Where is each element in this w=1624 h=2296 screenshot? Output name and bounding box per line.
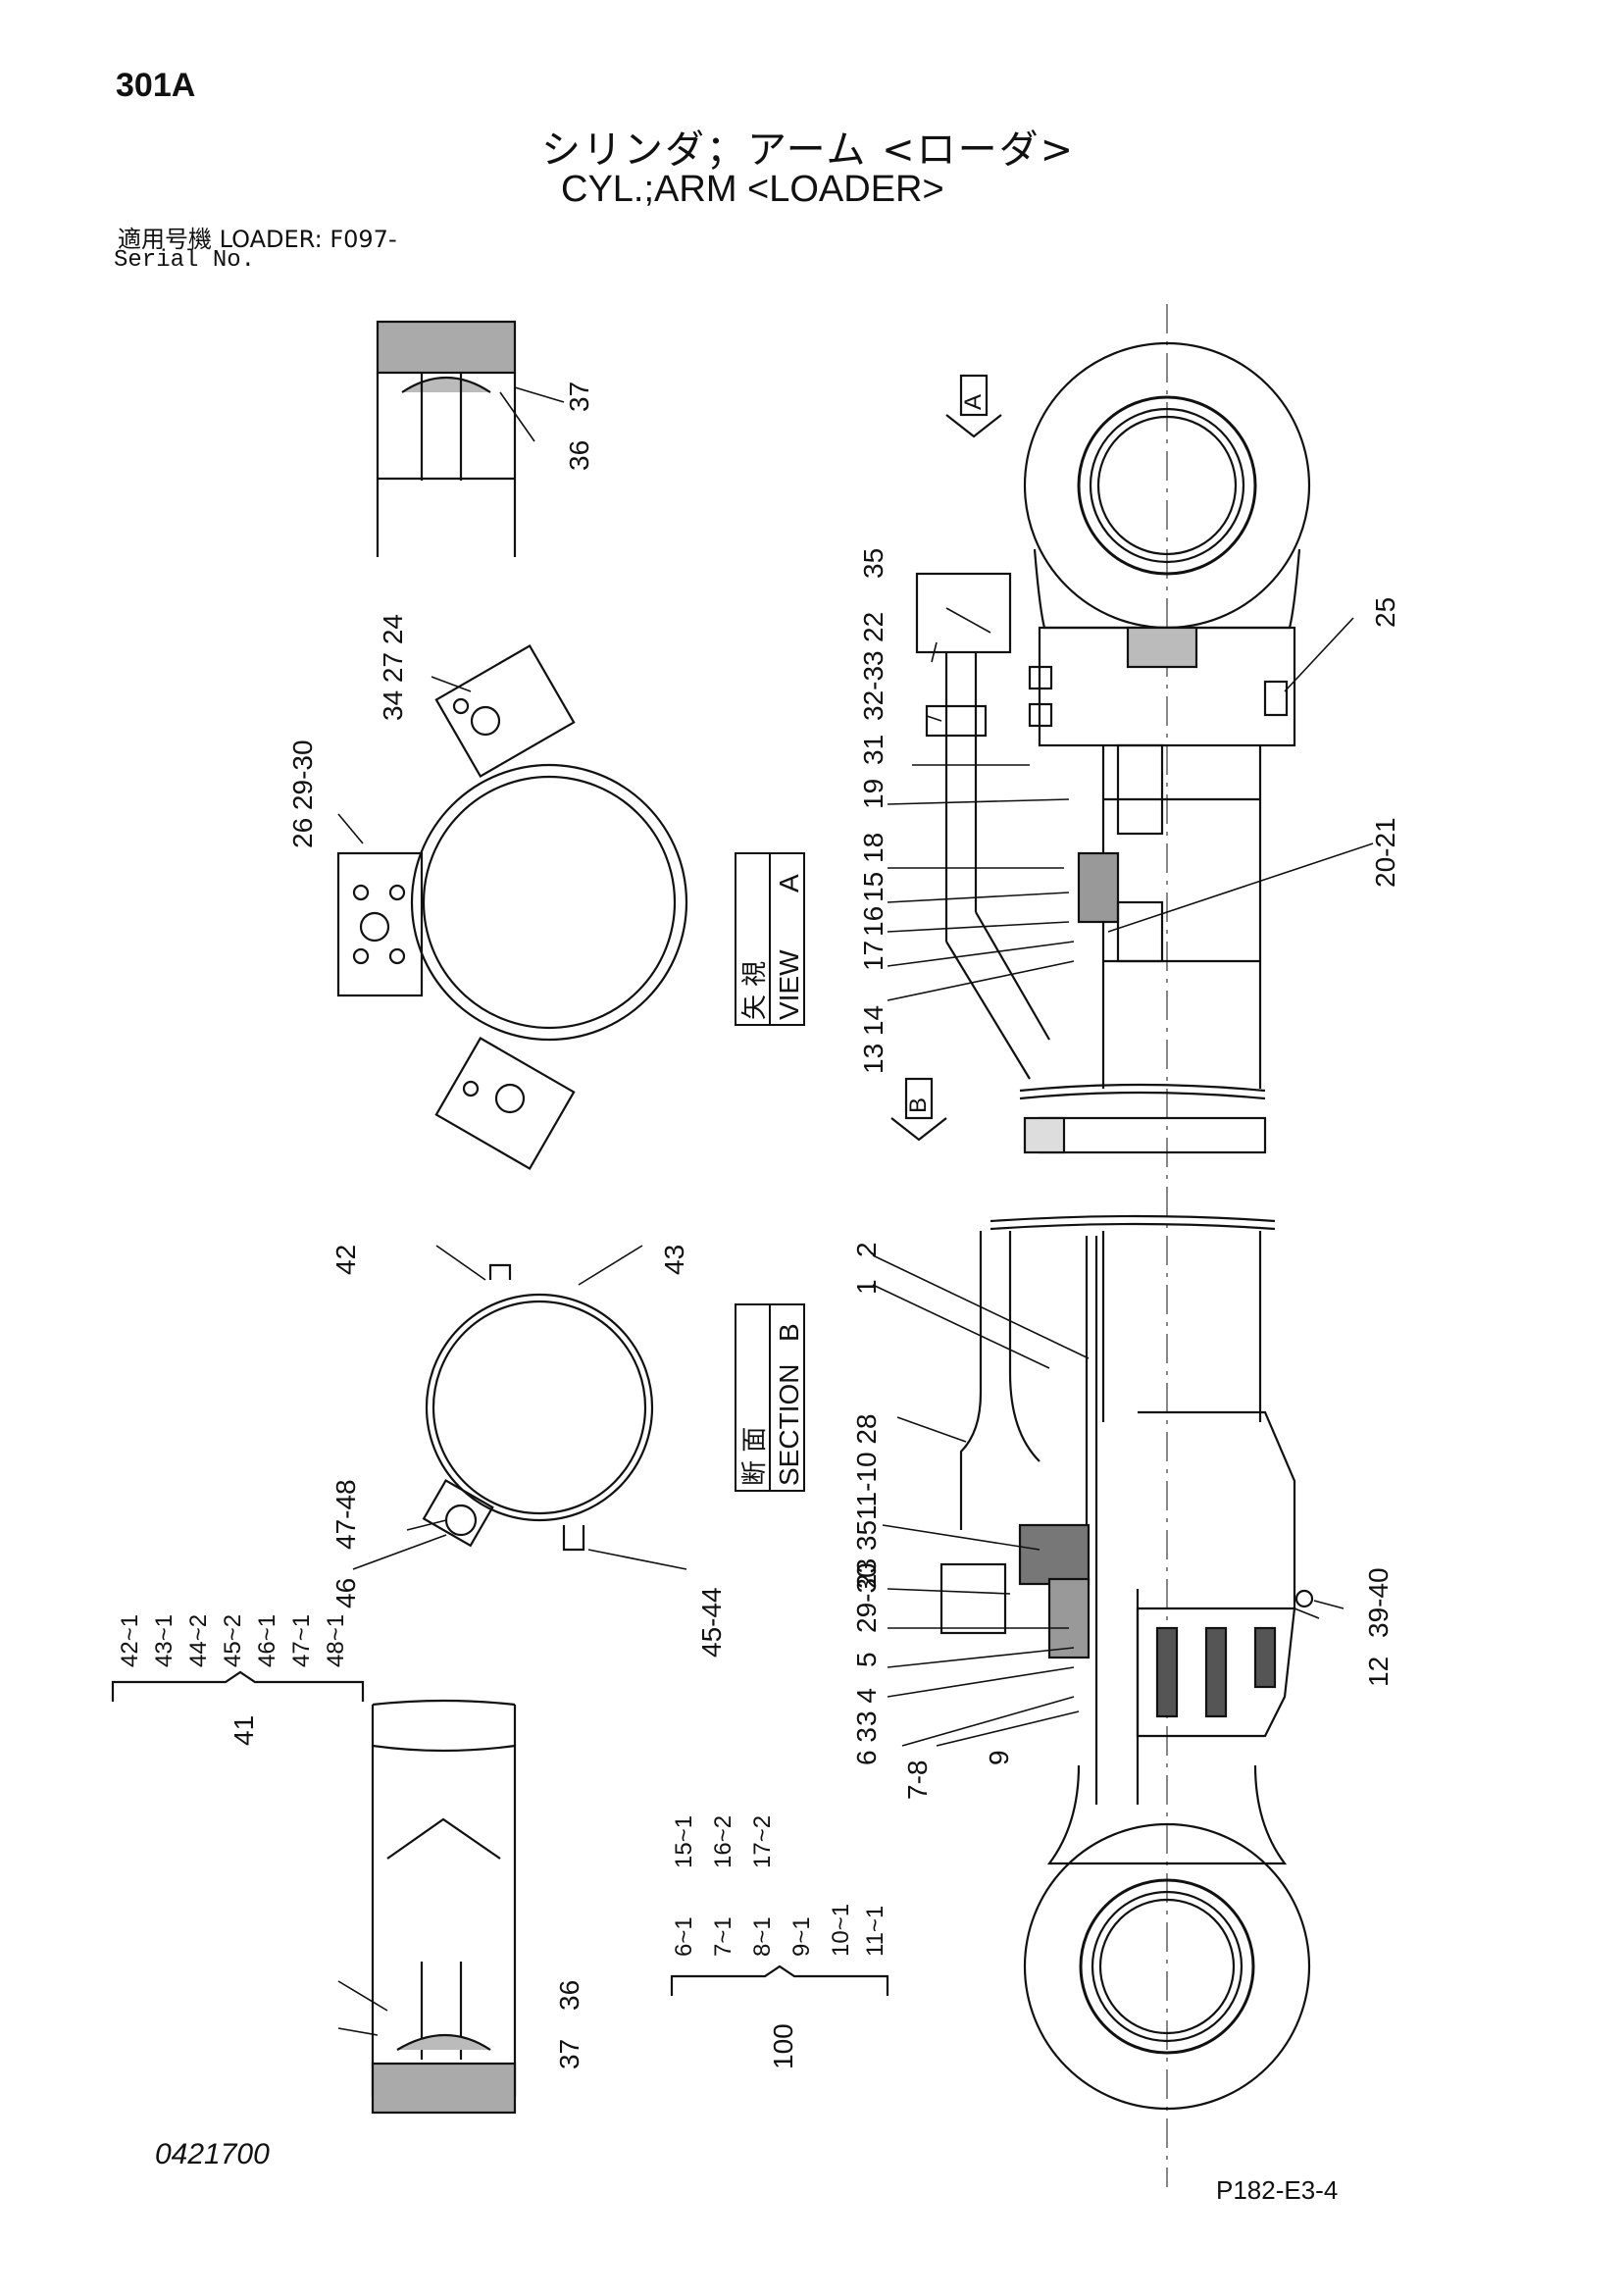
kit41-item: 43~1 xyxy=(151,1614,178,1667)
callout-1: 1 xyxy=(851,1279,882,1295)
brace-kit41 xyxy=(111,1670,365,1702)
callout-6-3: 6 3 xyxy=(851,1727,882,1765)
kit100-item: 9~1 xyxy=(788,1916,815,1957)
kit100-item: 16~2 xyxy=(710,1815,736,1868)
arrow-b-letter: B xyxy=(905,1097,932,1113)
callout-19: 19 xyxy=(858,779,888,809)
callout-36-bottom: 36 xyxy=(554,1980,584,2011)
page-title-en: CYL.;ARM <LOADER> xyxy=(561,169,944,210)
section-b-drawing xyxy=(422,1263,654,1552)
callout-45-44: 45-44 xyxy=(696,1587,727,1658)
callout-35: 35 xyxy=(858,548,888,579)
callout-3-4: 3 4 xyxy=(851,1688,882,1726)
section-b-jp-text: 断 面 xyxy=(740,1427,770,1486)
page-reference-code: P182-E3-4 xyxy=(1216,2175,1339,2205)
view-a-letter: A xyxy=(774,874,804,893)
callout-31: 31 xyxy=(858,735,888,765)
callout-32-33: 32-33 xyxy=(858,650,888,721)
page-code-header: 301A xyxy=(116,67,196,104)
section-b-letter: B xyxy=(774,1323,804,1342)
callout-37-bottom: 37 xyxy=(554,2039,584,2069)
brace-kit100 xyxy=(670,1964,889,1996)
callout-20-21: 20-21 xyxy=(1370,817,1400,888)
callout-34-27-24: 34 27 24 xyxy=(378,614,408,721)
callout-labels: 37 36 34 27 24 26 29-30 42 43 47-48 46 4… xyxy=(287,382,1400,2069)
callout-16: 16 xyxy=(858,906,888,937)
callout-25: 25 xyxy=(1370,597,1400,628)
main-cylinder-drawing xyxy=(915,304,1314,2187)
kit100-item: 7~1 xyxy=(710,1916,736,1957)
callout-13-14: 13 14 xyxy=(858,1005,888,1074)
kit41-item: 47~1 xyxy=(288,1614,315,1667)
view-a-label: 矢 視 VIEW A xyxy=(735,852,805,1026)
section-b-text: SECTION xyxy=(774,1364,804,1486)
kit41-item: 44~2 xyxy=(185,1614,212,1667)
view-arrow-b xyxy=(890,1077,947,1142)
kit100-item: 15~1 xyxy=(671,1815,697,1868)
document-number: 0421700 xyxy=(155,2138,270,2170)
serial-label-en: Serial No. xyxy=(114,247,256,274)
callout-17: 17 xyxy=(858,941,888,971)
kit100-list: 100 6~1 7~1 8~1 9~1 10~1 11~1 15~1 16~2 … xyxy=(671,1815,888,2069)
callout-29-30: 29-30 xyxy=(851,1562,882,1633)
kit41-list: 41 42~1 43~1 44~2 45~2 46~1 47~1 48~1 xyxy=(117,1614,349,1746)
callout-23-35: 23 35 xyxy=(851,1520,882,1589)
bushing-detail-top xyxy=(376,320,517,557)
kit100-item: 17~2 xyxy=(749,1815,776,1868)
kit100-item: 11~1 xyxy=(862,1906,888,1957)
callout-22: 22 xyxy=(858,612,888,642)
callout-47-48: 47-48 xyxy=(330,1479,361,1550)
view-arrow-a xyxy=(945,374,1002,438)
view-a-text: VIEW xyxy=(774,949,804,1020)
callout-42: 42 xyxy=(330,1245,361,1275)
section-b-label: 断 面 SECTION B xyxy=(735,1303,805,1492)
bushing-detail-bottom xyxy=(371,1699,517,2115)
kit100-item: 6~1 xyxy=(671,1916,697,1957)
callout-2: 2 xyxy=(851,1242,882,1257)
callout-36-top: 36 xyxy=(564,440,594,471)
kit41-item: 45~2 xyxy=(220,1614,246,1667)
kit100-label: 100 xyxy=(768,2023,798,2069)
callout-18: 18 xyxy=(858,833,888,863)
callout-43: 43 xyxy=(659,1245,689,1275)
arrow-a-letter: A xyxy=(960,394,987,410)
callout-39-40: 39-40 xyxy=(1363,1567,1394,1638)
callout-7-8: 7-8 xyxy=(902,1760,933,1800)
callout-26-29-30: 26 29-30 xyxy=(287,740,318,848)
callout-15: 15 xyxy=(858,872,888,902)
callout-12: 12 xyxy=(1363,1657,1394,1687)
callout-37-top: 37 xyxy=(564,382,594,412)
kit41-item: 48~1 xyxy=(323,1614,349,1667)
leader-lines xyxy=(337,386,1374,2036)
page-title-jp: シリンダ；アーム <ローダ> xyxy=(541,128,1076,173)
callout-5: 5 xyxy=(851,1652,882,1667)
kit41-item: 46~1 xyxy=(254,1614,280,1667)
callout-11-10-28: 11-10 28 xyxy=(851,1414,882,1520)
kit41-item: 42~1 xyxy=(117,1614,143,1667)
view-a-jp-text: 矢 視 xyxy=(740,961,770,1020)
serial-label-jp: 適用号機 LOADER: F097- xyxy=(118,226,397,253)
view-a-drawing xyxy=(336,644,688,1170)
callout-46: 46 xyxy=(330,1578,361,1608)
callout-9: 9 xyxy=(984,1750,1014,1765)
kit100-item: 10~1 xyxy=(828,1904,854,1957)
kit100-item: 8~1 xyxy=(749,1916,776,1957)
kit41-label: 41 xyxy=(228,1715,259,1746)
